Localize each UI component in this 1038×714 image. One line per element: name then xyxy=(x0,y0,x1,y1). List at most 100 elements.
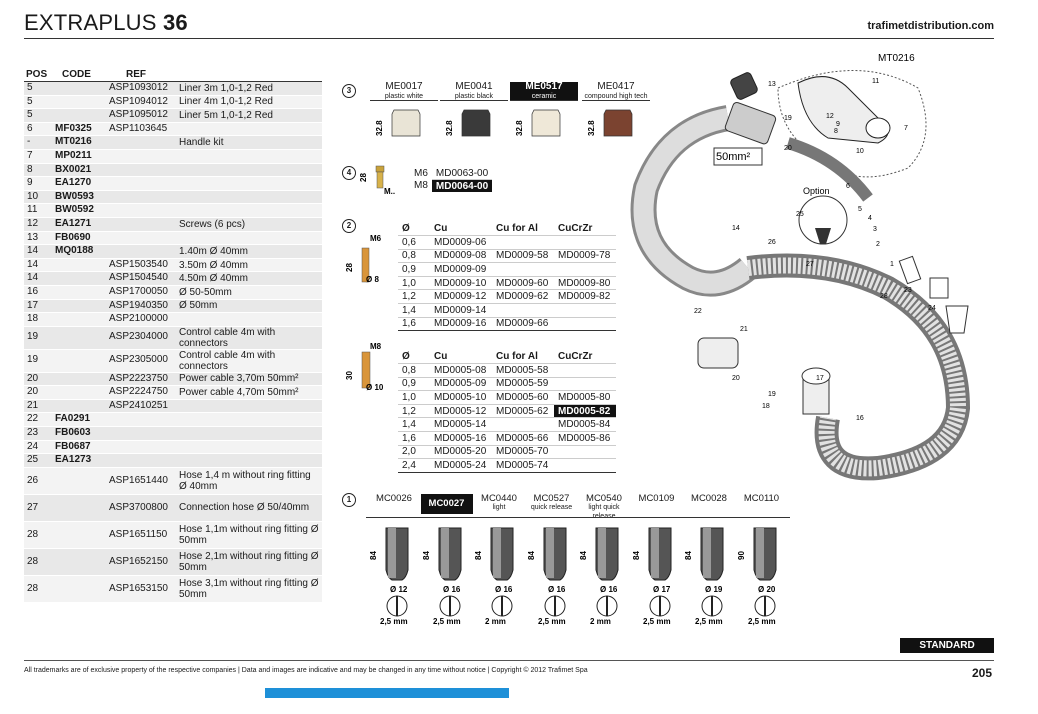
svg-text:Ø 17: Ø 17 xyxy=(653,585,671,594)
part-callout: 19 xyxy=(784,115,792,122)
part-callout: 2 xyxy=(876,241,880,248)
cell-code: EA1270 xyxy=(52,176,106,191)
cell-ref: ASP3700800 xyxy=(106,494,176,522)
svg-text:28: 28 xyxy=(345,263,354,272)
cell-code xyxy=(52,385,106,400)
cell-ref: ASP1651440 xyxy=(106,467,176,495)
cell-ref xyxy=(106,244,176,259)
svg-text:2,5 mm: 2,5 mm xyxy=(695,617,723,626)
cell-code xyxy=(52,312,106,327)
cell-pos: 20 xyxy=(24,385,52,400)
nozzle-drawing: 84Ø 122,5 mm xyxy=(369,527,409,626)
cell-desc xyxy=(176,190,322,205)
part-callout: 9 xyxy=(836,121,840,128)
section-4-number: 4 xyxy=(342,166,356,180)
cable-section-label: 50mm² xyxy=(716,151,751,163)
cell-ref xyxy=(106,135,176,150)
svg-text:Ø 16: Ø 16 xyxy=(443,585,461,594)
cell-code xyxy=(52,399,106,414)
cell-ref: ASP2223750 xyxy=(106,372,176,387)
part-callout: 5 xyxy=(858,206,862,213)
cell-desc xyxy=(176,399,322,414)
cell-code: FB0687 xyxy=(52,440,106,455)
svg-text:Ø 16: Ø 16 xyxy=(600,585,618,594)
svg-text:2 mm: 2 mm xyxy=(485,617,506,626)
cell-pos: 28 xyxy=(24,548,52,576)
cell-code xyxy=(52,299,106,314)
cell-pos: 7 xyxy=(24,149,52,164)
col-code: CODE xyxy=(52,67,106,82)
cell-desc xyxy=(176,203,322,218)
cell-pos: 5 xyxy=(24,81,52,96)
contact-tip-m8-drawing: M8 30 Ø 10 xyxy=(345,342,384,392)
cell-code: FA0291 xyxy=(52,412,106,428)
cell-ref xyxy=(106,440,176,455)
cell-code xyxy=(52,108,106,123)
svg-text:Ø 16: Ø 16 xyxy=(495,585,513,594)
svg-text:2,5 mm: 2,5 mm xyxy=(748,617,776,626)
cell-code xyxy=(52,521,106,549)
cell-pos: 18 xyxy=(24,312,52,327)
svg-text:Ø 19: Ø 19 xyxy=(705,585,723,594)
cell-pos: 22 xyxy=(24,412,52,428)
part-callout: 25 xyxy=(796,211,804,218)
svg-text:84: 84 xyxy=(527,551,536,560)
cell-ref: ASP1103645 xyxy=(106,122,176,137)
scroll-indicator[interactable] xyxy=(265,688,509,698)
svg-text:84: 84 xyxy=(632,551,641,560)
sec4-dim: 28 xyxy=(360,173,368,182)
cell-ref xyxy=(106,190,176,205)
cell-pos: 17 xyxy=(24,299,52,314)
part-callout: 12 xyxy=(826,113,834,120)
part-callout: 14 xyxy=(732,225,740,232)
cell-ref xyxy=(106,203,176,218)
cell-code: EA1271 xyxy=(52,217,106,232)
svg-text:84: 84 xyxy=(474,551,483,560)
nozzle-code: MC0026 xyxy=(376,493,412,504)
cell-pos: 5 xyxy=(24,95,52,110)
cell-pos: - xyxy=(24,135,52,150)
page-title: EXTRAPLUS 36 xyxy=(24,10,188,35)
part-callout: 23 xyxy=(904,287,912,294)
cell-code xyxy=(52,285,106,300)
cell-code xyxy=(52,271,106,286)
cell-code xyxy=(52,349,106,373)
part-callout: 27 xyxy=(806,261,814,268)
nozzle-drawing: 84Ø 162,5 mm xyxy=(422,527,461,626)
nozzle-drawing: 90Ø 202,5 mm xyxy=(737,527,776,626)
nozzle-drawing: 84Ø 192,5 mm xyxy=(684,527,724,626)
svg-text:2,5 mm: 2,5 mm xyxy=(538,617,566,626)
cell-desc xyxy=(176,426,322,441)
site-url[interactable]: trafimetdistribution.com xyxy=(867,20,994,32)
svg-text:32.8: 32.8 xyxy=(375,120,384,136)
cell-desc: Liner 5m 1,0-1,2 Red xyxy=(176,108,322,123)
nozzle-drawing: 84 Ø 16 2 mm xyxy=(474,527,514,626)
cell-ref xyxy=(106,176,176,191)
cell-ref: ASP2305000 xyxy=(106,349,176,373)
cell-desc: 1.40m Ø 40mm xyxy=(176,244,322,259)
nozzle-drawing: 84Ø 162 mm xyxy=(579,527,619,626)
